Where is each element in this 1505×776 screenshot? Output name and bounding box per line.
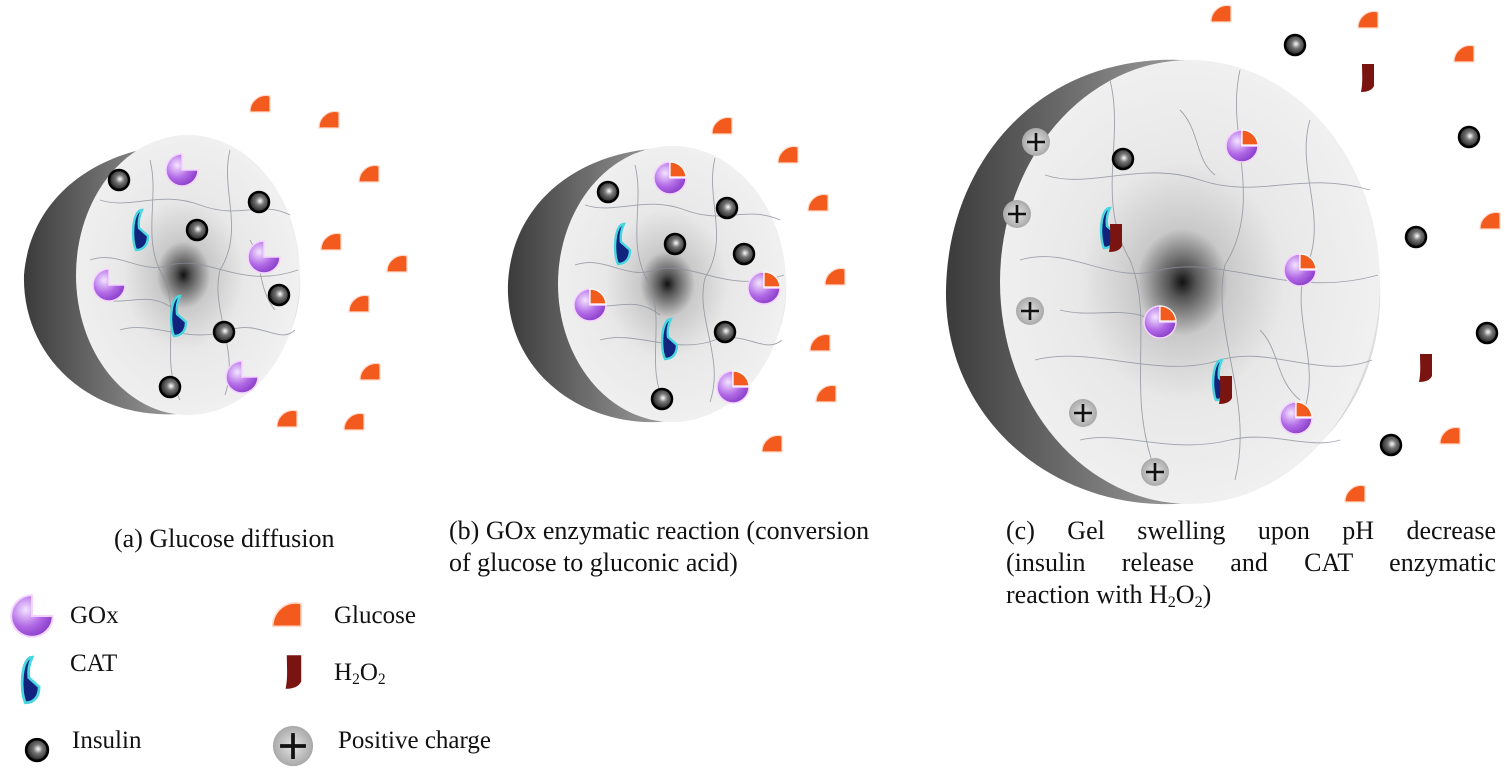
glucose-icon [359, 362, 381, 381]
insulin-icon [212, 320, 236, 344]
gox-icon [747, 271, 781, 305]
legend-cat-icon [20, 655, 41, 705]
insulin-icon [1475, 321, 1499, 345]
legend-glucose-icon [271, 602, 303, 628]
caption-c-line2: (insulin release and CAT enzymatic [1006, 548, 1496, 577]
caption-b-line1: (b) GOx enzymatic reaction (conversion [449, 516, 870, 545]
h2o2-icon [1361, 64, 1374, 92]
gox-icon [653, 161, 687, 195]
insulin-icon [1379, 433, 1403, 457]
legend-gox-label: GOx [70, 602, 119, 629]
glucose-icon [320, 232, 342, 251]
glucose-icon [249, 94, 271, 113]
caption-a-text: (a) Glucose diffusion [114, 524, 335, 553]
panel-c-gel [945, 59, 1381, 505]
insulin-icon [247, 190, 271, 214]
glucose-icon [809, 333, 831, 352]
insulin-icon [158, 375, 182, 399]
legend-h2o2-icon [285, 655, 302, 689]
glucose-icon [1210, 4, 1232, 23]
legend-insulin-icon [24, 737, 50, 763]
positive-charge-icon [1139, 456, 1171, 488]
legend-icons [10, 594, 315, 768]
positive-charge-icon [1067, 397, 1099, 429]
insulin-icon [596, 180, 620, 204]
glucose-icon [815, 384, 837, 403]
caption-b: (b) GOx enzymatic reaction (conversion o… [449, 515, 869, 579]
h2o2-icon [1109, 224, 1122, 252]
glucose-icon [358, 164, 380, 183]
insulin-icon [713, 320, 737, 344]
glucose-icon [1344, 484, 1366, 503]
glucose-icon [1357, 10, 1379, 29]
h2o2-icon [1419, 354, 1432, 382]
insulin-icon [1283, 33, 1307, 57]
glucose-icon [318, 110, 340, 129]
glucose-icon [777, 145, 799, 164]
positive-charge-icon [1020, 126, 1052, 158]
caption-c-line3: reaction with H2O2) [1006, 580, 1212, 612]
legend-h2o2-label: H2O2 [334, 659, 386, 688]
positive-charge-icon [1001, 198, 1033, 230]
gox-icon [573, 288, 607, 322]
insulin-icon [732, 242, 756, 266]
caption-c-line1: (c) Gel swelling upon pH decrease [1006, 516, 1496, 545]
gox-icon [1225, 129, 1259, 163]
legend-positive-charge-label: Positive charge [338, 727, 491, 754]
caption-b-line2: of glucose to gluconic acid) [449, 548, 738, 577]
insulin-icon [663, 232, 687, 256]
glucose-icon [386, 254, 408, 273]
insulin-icon [185, 218, 209, 242]
insulin-icon [1111, 147, 1135, 171]
glucose-icon [711, 116, 733, 135]
gox-icon [1283, 253, 1317, 287]
glucose-icon [1453, 44, 1475, 63]
glucose-icon [1439, 426, 1461, 445]
legend-positive-charge-icon [271, 724, 315, 768]
gox-icon [1143, 305, 1177, 339]
insulin-icon [107, 168, 131, 192]
panel-b-gel [507, 146, 787, 423]
h2o2-icon [1219, 376, 1232, 404]
glucose-icon [761, 434, 783, 453]
caption-a: (a) Glucose diffusion [114, 523, 334, 555]
insulin-icon [715, 196, 739, 220]
insulin-icon [1457, 125, 1481, 149]
insulin-icon [1404, 225, 1428, 249]
panel-a-gel [23, 135, 301, 415]
legend-gox-icon [10, 594, 54, 638]
glucose-icon [1479, 211, 1501, 230]
glucose-icon [807, 193, 829, 212]
gox-icon [1279, 401, 1313, 435]
insulin-icon [650, 387, 674, 411]
glucose-icon [276, 409, 298, 428]
legend-insulin-label: Insulin [72, 727, 142, 754]
legend-cat-label: CAT [70, 650, 118, 677]
gox-icon [716, 370, 750, 404]
positive-charge-icon [1014, 295, 1046, 327]
glucose-icon [824, 267, 846, 286]
caption-c: (c) Gel swelling upon pH decrease (insul… [1006, 515, 1496, 611]
glucose-icon [343, 412, 365, 431]
insulin-icon [267, 283, 291, 307]
glucose-icon [348, 294, 370, 313]
legend-glucose-label: Glucose [334, 602, 416, 629]
